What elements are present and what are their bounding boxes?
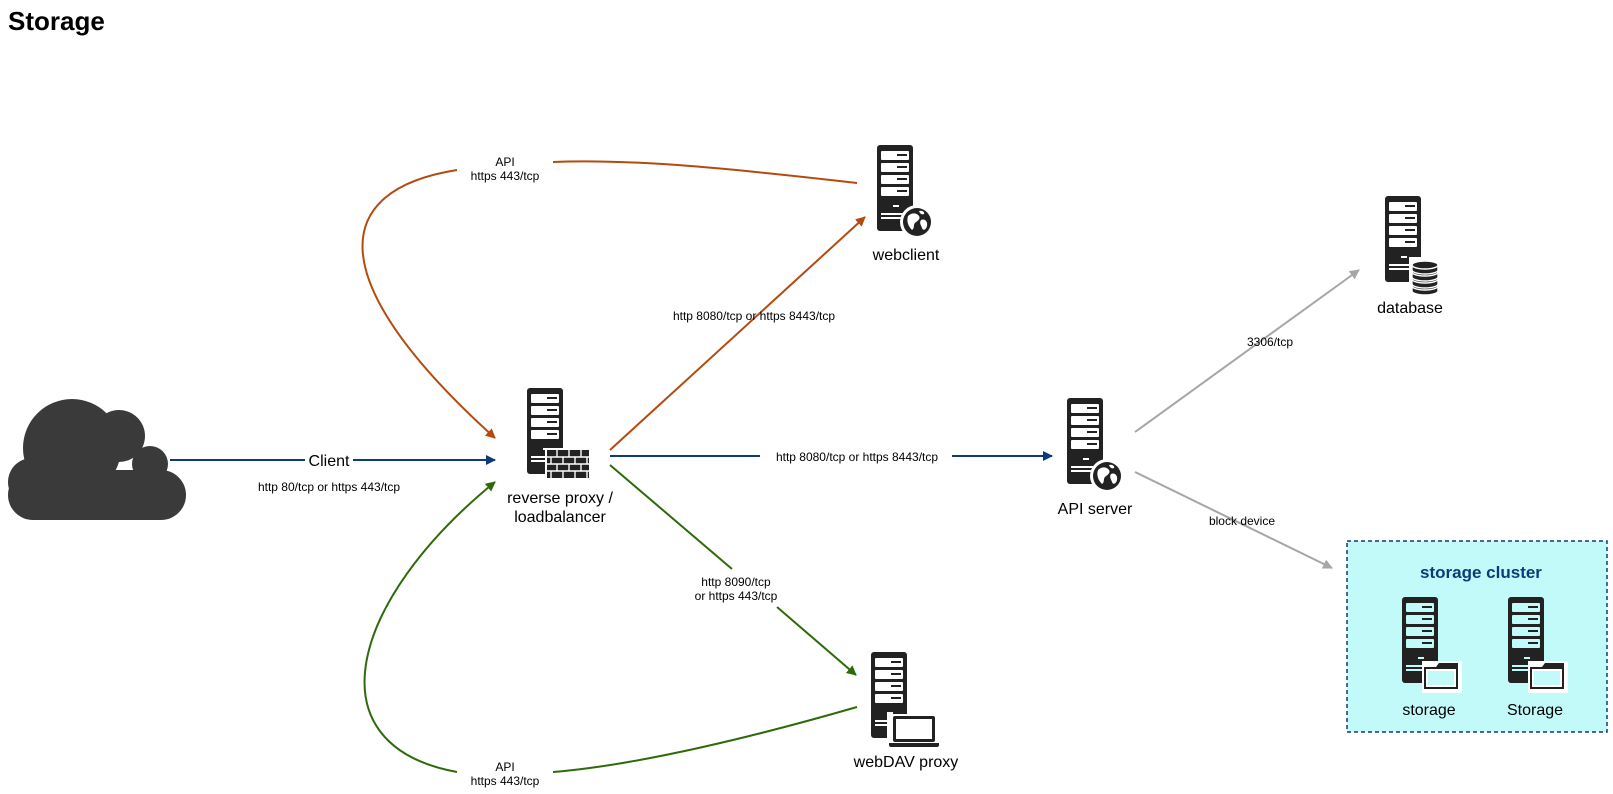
web-server-icon (877, 145, 934, 239)
cloud-icon (8, 399, 186, 520)
database-label: database (1377, 300, 1443, 317)
page-title: Storage (8, 6, 105, 36)
api-to-storage-connector (1134, 471, 1333, 569)
storage-protocol-label: block device (1209, 514, 1275, 528)
client-protocol-label: http 80/tcp or https 443/tcp (258, 480, 400, 494)
storage-cluster-box (1346, 540, 1608, 733)
storage-node-label: Storage (1507, 702, 1563, 719)
webdav-protocol-label-line2: or https 443/tcp (695, 589, 778, 603)
api-server-globe-icon (1067, 398, 1124, 493)
connectors (170, 160, 1360, 773)
api-bottom-label-line2: https 443/tcp (471, 774, 540, 788)
client-connection-label: Client (309, 453, 350, 470)
api-top-curve (361, 160, 858, 438)
database-protocol-label: 3306/tcp (1247, 335, 1293, 349)
storage-node-label: storage (1402, 702, 1455, 719)
proxy-to-webclient-connector (609, 216, 866, 451)
storage-cluster-title: storage cluster (1420, 563, 1542, 582)
api-bottom-curve (363, 482, 858, 773)
api-to-database-connector (1134, 269, 1360, 433)
webdav-protocol-label-line1: http 8090/tcp (701, 575, 771, 589)
firewall-server-icon (527, 388, 592, 481)
api-top-label-line2: https 443/tcp (471, 169, 540, 183)
api-bottom-label-line1: API (495, 760, 514, 774)
webdav-proxy-label: webDAV proxy (853, 754, 959, 771)
webclient-label: webclient (872, 247, 940, 264)
api-server-label: API server (1058, 501, 1133, 518)
reverse-proxy-label-line1: reverse proxy / (507, 490, 613, 507)
api-protocol-label: http 8080/tcp or https 8443/tcp (776, 450, 938, 464)
api-top-label-line1: API (495, 155, 514, 169)
webclient-protocol-label: http 8080/tcp or https 8443/tcp (673, 309, 835, 323)
laptop-server-icon (871, 652, 941, 748)
reverse-proxy-label-line2: loadbalancer (514, 509, 606, 526)
proxy-to-webdav-connector (609, 464, 856, 675)
database-server-icon (1385, 196, 1442, 296)
